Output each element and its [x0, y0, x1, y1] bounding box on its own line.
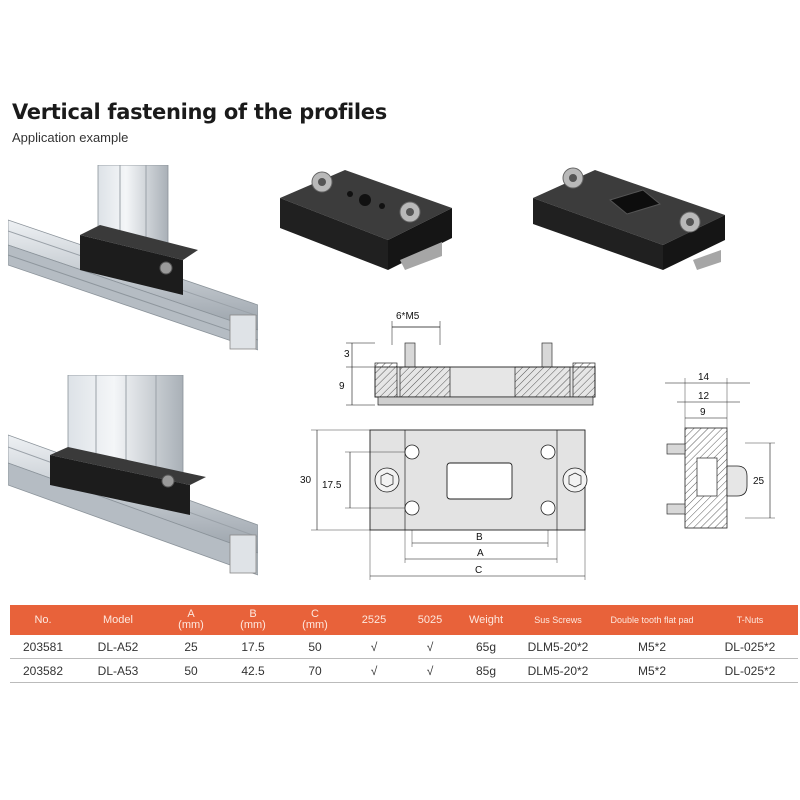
cell-flat-pad: M5*2 — [602, 635, 702, 659]
col-header-a: A(mm) — [160, 605, 222, 635]
cell-5025: √ — [402, 658, 458, 683]
cell-c: 70 — [284, 658, 346, 683]
dim-9-side-label: 9 — [700, 407, 706, 418]
col-header-c: C(mm) — [284, 605, 346, 635]
col-header-flat-pad: Double tooth flat pad — [602, 605, 702, 635]
col-header-sus-screws: Sus Screws — [514, 605, 602, 635]
plan-view-drawing: 30 17.5 B A C — [300, 429, 588, 580]
cell-t-nuts: DL-025*2 — [702, 658, 798, 683]
table-row: 203581 DL-A52 25 17.5 50 √ √ 65g DLM5-20… — [10, 635, 798, 659]
bracket-photo-1 — [280, 170, 452, 270]
cell-no: 203581 — [10, 635, 76, 659]
cell-c: 50 — [284, 635, 346, 659]
cell-b: 42.5 — [222, 658, 284, 683]
col-header-weight: Weight — [458, 605, 514, 635]
dim-30-label: 30 — [300, 475, 312, 486]
table-header-row: No. Model A(mm) B(mm) C(mm) 2525 5025 We… — [10, 605, 798, 635]
col-header-model: Model — [76, 605, 160, 635]
cell-a: 25 — [160, 635, 222, 659]
col-header-5025: 5025 — [402, 605, 458, 635]
cell-sus-screws: DLM5-20*2 — [514, 635, 602, 659]
side-view-drawing: 14 12 9 25 — [665, 372, 775, 529]
application-photo-1 — [8, 165, 258, 355]
col-header-no: No. — [10, 605, 76, 635]
cell-no: 203582 — [10, 658, 76, 683]
dim-14-label: 14 — [698, 372, 710, 383]
cell-2525: √ — [346, 635, 402, 659]
cell-model: DL-A53 — [76, 658, 160, 683]
page-title: Vertical fastening of the profiles — [12, 100, 387, 124]
col-header-2525: 2525 — [346, 605, 402, 635]
page-subtitle: Application example — [12, 130, 129, 145]
cell-flat-pad: M5*2 — [602, 658, 702, 683]
spec-table: No. Model A(mm) B(mm) C(mm) 2525 5025 We… — [10, 605, 798, 683]
col-header-b: B(mm) — [222, 605, 284, 635]
cell-b: 17.5 — [222, 635, 284, 659]
cell-5025: √ — [402, 635, 458, 659]
dim-3-label: 3 — [344, 349, 350, 360]
cell-model: DL-A52 — [76, 635, 160, 659]
cell-weight: 85g — [458, 658, 514, 683]
dim-17-5-label: 17.5 — [322, 480, 342, 491]
cell-a: 50 — [160, 658, 222, 683]
cell-t-nuts: DL-025*2 — [702, 635, 798, 659]
dim-25-label: 25 — [753, 476, 765, 487]
dim-c-label: C — [475, 565, 482, 576]
section-view-drawing: 6*M5 3 9 — [339, 311, 596, 406]
cell-sus-screws: DLM5-20*2 — [514, 658, 602, 683]
dim-9-label: 9 — [339, 381, 345, 392]
application-photo-2 — [8, 375, 258, 585]
dim-b-label: B — [476, 532, 483, 543]
dim-12-label: 12 — [698, 391, 710, 402]
cell-2525: √ — [346, 658, 402, 683]
dim-a-label: A — [477, 548, 484, 559]
cell-weight: 65g — [458, 635, 514, 659]
table-row: 203582 DL-A53 50 42.5 70 √ √ 85g DLM5-20… — [10, 658, 798, 683]
bracket-photo-2 — [533, 167, 725, 270]
col-header-t-nuts: T-Nuts — [702, 605, 798, 635]
dim-holes-label: 6*M5 — [396, 311, 420, 322]
